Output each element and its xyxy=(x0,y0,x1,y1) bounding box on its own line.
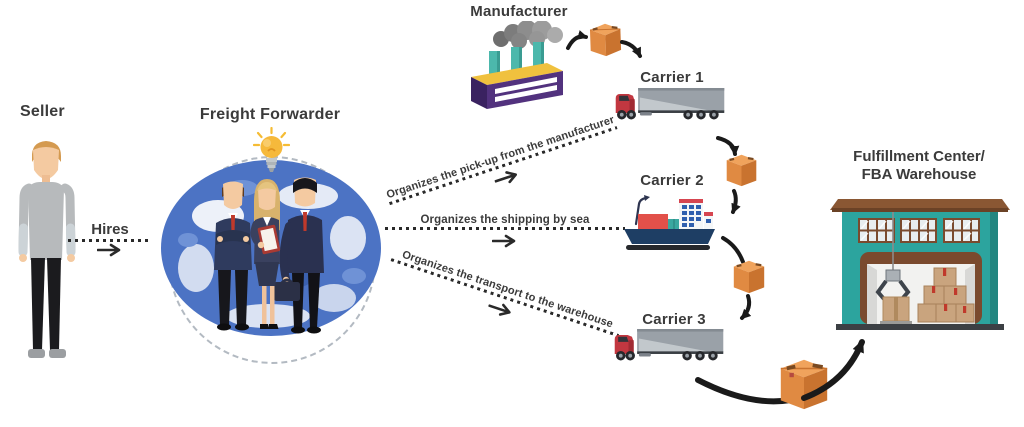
warehouse-icon xyxy=(830,196,1010,332)
arrow-right-icon xyxy=(488,303,511,316)
curved-arrow xyxy=(734,290,762,326)
package-box-icon xyxy=(723,151,760,188)
fulfillment-center-label: Fulfillment Center/ FBA Warehouse xyxy=(853,148,985,184)
arrow-right-icon xyxy=(492,234,516,248)
package-box-icon xyxy=(774,354,834,412)
hires-label: Hires xyxy=(91,221,129,238)
hires-connector: Hires xyxy=(68,221,152,257)
cargo-ship-icon xyxy=(622,192,717,252)
process-shipping-label: Organizes the shipping by sea xyxy=(420,214,590,226)
dotted-line xyxy=(388,126,618,206)
claw-crane xyxy=(875,204,912,324)
dotted-line xyxy=(385,227,625,230)
fulfillment-label-line1: Fulfillment Center/ xyxy=(853,148,985,165)
curved-arrow xyxy=(716,232,752,270)
carrier3-label: Carrier 3 xyxy=(642,311,706,328)
dotted-line xyxy=(68,239,152,242)
package-box-icon xyxy=(584,19,626,58)
semi-truck-icon xyxy=(614,86,726,121)
carrier2-label: Carrier 2 xyxy=(640,172,704,189)
team-member-middle xyxy=(250,179,281,329)
carrier1-label: Carrier 1 xyxy=(640,69,704,86)
dotted-line xyxy=(390,258,620,338)
briefcase-icon xyxy=(274,278,300,301)
team-member-right xyxy=(274,177,324,334)
curved-arrow xyxy=(796,328,880,408)
smoke xyxy=(493,21,563,49)
business-team-icon xyxy=(209,176,329,336)
seller-person-icon xyxy=(12,138,82,366)
semi-truck-icon xyxy=(613,327,725,362)
carton-stack xyxy=(917,267,975,323)
team-member-left xyxy=(214,181,252,331)
factory-icon xyxy=(459,21,571,109)
freight-forwarder-label: Freight Forwarder xyxy=(199,106,341,123)
curved-arrow xyxy=(724,186,750,220)
lightbulb-icon xyxy=(253,127,290,174)
fulfillment-label-line2: FBA Warehouse xyxy=(861,166,977,183)
process-pickup-connector: Organizes the pick-up from the manufactu… xyxy=(385,114,623,222)
package-box-icon xyxy=(730,257,768,295)
arrow-right-icon xyxy=(494,171,518,184)
manufacturer-label: Manufacturer xyxy=(470,3,568,20)
process-pickup-label: Organizes the pick-up from the manufactu… xyxy=(384,113,617,202)
curved-arrow xyxy=(712,132,744,164)
process-transport-connector: Organizes the transport to the warehouse xyxy=(385,246,623,354)
warehouse-windows xyxy=(858,218,980,243)
seller-label: Seller xyxy=(20,103,65,120)
curved-arrow xyxy=(616,36,648,64)
process-shipping-connector: Organizes the shipping by sea xyxy=(385,214,625,248)
curved-arrow xyxy=(564,28,594,54)
arrow-right-icon xyxy=(97,243,121,257)
